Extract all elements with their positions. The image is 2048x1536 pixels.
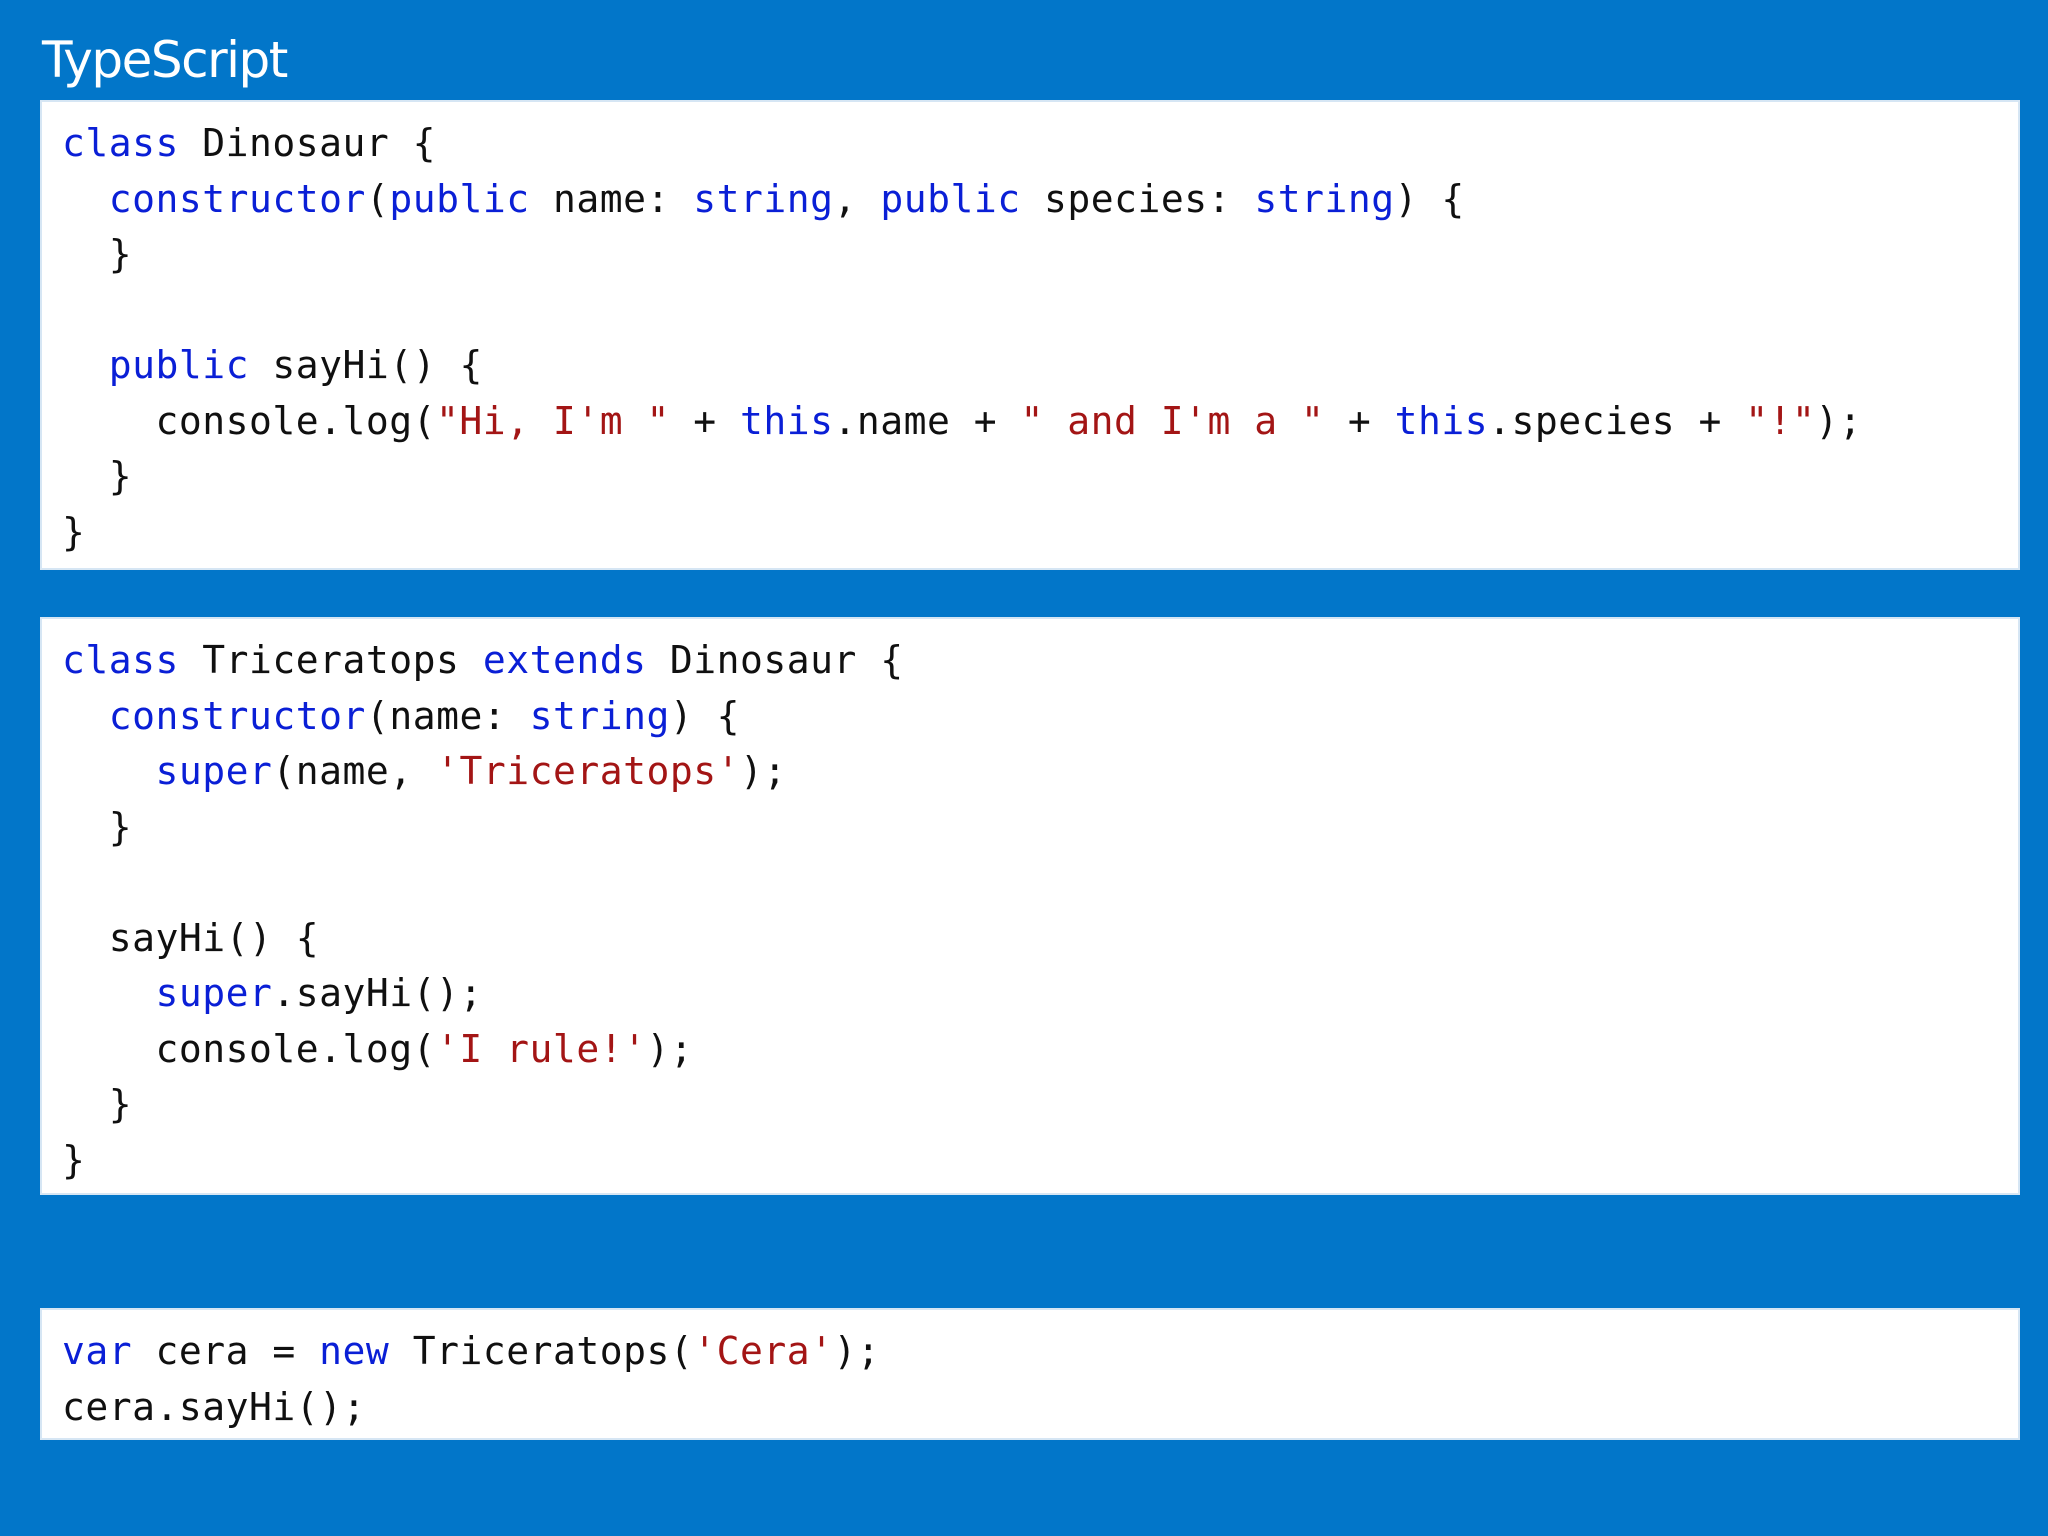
code-string: 'Cera' [693,1329,834,1373]
code-line: console.log('I rule!'); [62,1022,904,1078]
code-token [62,694,109,738]
code-line: } [62,800,904,856]
code-token: ( [365,176,390,221]
code-keyword: this [1394,398,1489,443]
code-string: " and I'm a " [1020,398,1325,443]
code-line [62,855,904,911]
code-keyword: string [1254,176,1395,221]
code-token: ) { [669,693,741,738]
code-line: } [62,449,1862,505]
code-token: + [1324,398,1395,443]
code-line: constructor(public name: string, public … [62,172,1862,228]
code-token [62,749,156,793]
code-keyword: public [880,176,1021,221]
code-line: } [62,1133,904,1189]
code-block-dinosaur: class Dinosaur { constructor(public name… [40,100,2020,570]
code-token: } [62,1137,86,1182]
code-line: class Dinosaur { [62,116,1862,172]
code-token: } [62,232,133,276]
code-block-usage: var cera = new Triceratops('Cera');cera.… [40,1308,2020,1440]
code-text: class Triceratops extends Dinosaur { con… [62,633,904,1188]
code-string: "Hi, I'm " [436,398,670,443]
code-line: } [62,227,1862,283]
code-token: .species + [1488,398,1746,443]
code-token [62,343,109,387]
code-token [62,971,156,1015]
code-token: .name + [833,398,1021,443]
code-token: + [669,398,740,443]
code-token: (name, [272,749,437,793]
code-string: "!" [1745,398,1816,443]
code-token: console.log( [62,398,437,443]
code-token: } [62,509,86,554]
code-string: 'I rule!' [436,1026,647,1071]
code-keyword: constructor [108,693,366,738]
code-keyword: this [739,398,834,443]
code-token: } [62,454,133,498]
code-token: sayHi() { [249,343,483,387]
code-token: , [833,176,881,221]
code-keyword: var [62,1329,133,1373]
code-token: .sayHi(); [272,971,483,1015]
code-keyword: public [389,176,530,221]
code-line: class Triceratops extends Dinosaur { [62,633,904,689]
code-line: var cera = new Triceratops('Cera'); [62,1324,880,1380]
code-token: ) { [1394,176,1465,221]
code-line: public sayHi() { [62,338,1862,394]
code-token: (name: [365,693,530,738]
code-line: sayHi() { [62,911,904,967]
code-token [62,177,109,221]
code-token: console.log( [62,1026,437,1071]
page-title: TypeScript [42,31,288,89]
code-token: } [62,1082,133,1126]
code-token: ); [1815,398,1863,443]
code-block-triceratops: class Triceratops extends Dinosaur { con… [40,617,2020,1195]
code-line: constructor(name: string) { [62,689,904,745]
code-token: ); [646,1026,694,1071]
code-token: Dinosaur { [646,638,904,682]
code-token: cera = [132,1329,320,1373]
code-line: super.sayHi(); [62,966,904,1022]
code-token: name: [529,176,694,221]
code-keyword: extends [482,638,647,682]
code-keyword: string [693,176,834,221]
code-string: 'Triceratops' [436,749,740,793]
code-keyword: super [155,971,273,1015]
code-keyword: class [62,638,179,682]
code-line: console.log("Hi, I'm " + this.name + " a… [62,394,1862,450]
code-token: } [62,804,133,849]
code-keyword: string [529,693,670,738]
code-token: ); [833,1329,881,1373]
code-token: species: [1020,176,1255,221]
code-token: sayHi() { [62,915,320,960]
code-line: super(name, 'Triceratops'); [62,744,904,800]
code-keyword: new [319,1329,390,1373]
code-token: Triceratops [178,638,483,682]
code-keyword: super [155,749,273,793]
code-text: class Dinosaur { constructor(public name… [62,116,1862,560]
code-token: Dinosaur { [178,121,437,165]
code-line [62,283,1862,339]
code-token: Triceratops( [389,1329,694,1373]
code-text: var cera = new Triceratops('Cera');cera.… [62,1324,880,1435]
code-line: } [62,505,1862,561]
code-token: ); [739,749,787,793]
code-line: } [62,1077,904,1133]
code-keyword: public [108,343,250,387]
code-token: cera.sayHi(); [62,1384,366,1429]
code-keyword: class [62,121,179,165]
code-line: cera.sayHi(); [62,1380,880,1436]
code-keyword: constructor [108,176,366,221]
